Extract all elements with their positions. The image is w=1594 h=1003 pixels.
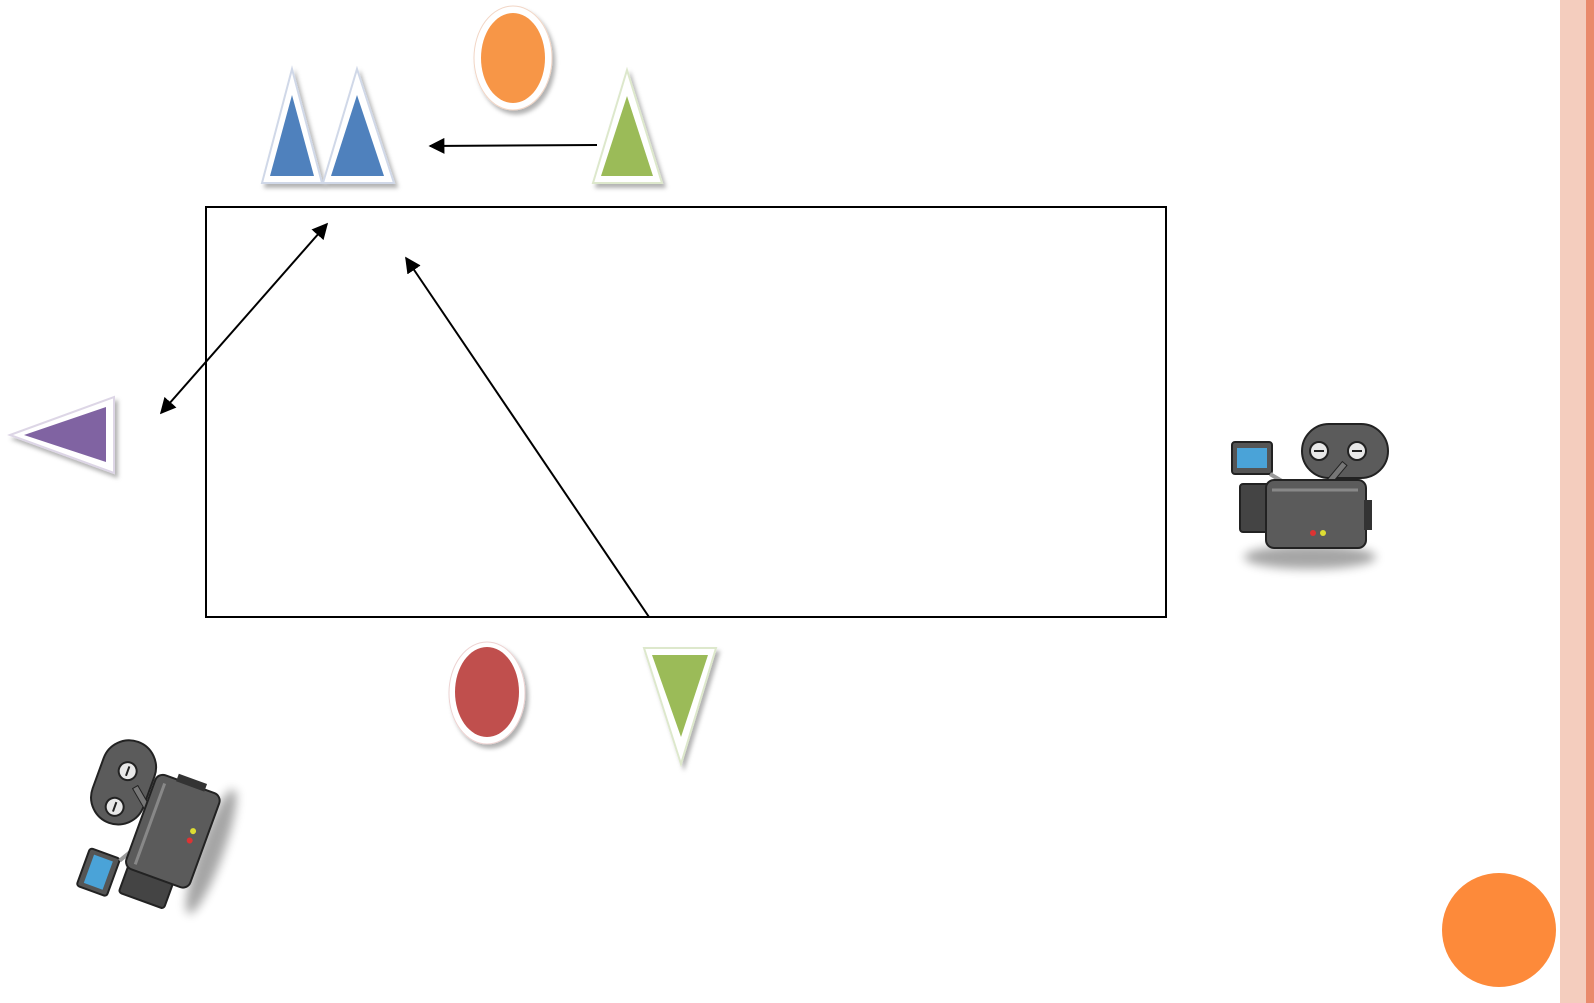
edge-bar-dark [1586,0,1594,1003]
field-rectangle [205,206,1167,618]
arrow-green-to-blue [428,137,598,154]
edge-bar-light [1560,0,1586,1003]
camera-right [1231,423,1389,569]
player-green-bottom [642,647,718,768]
video-camera-icon [76,739,237,914]
player-green-top [591,66,664,184]
player-blue-2 [321,65,396,184]
slide-edge-bar [1560,0,1594,1003]
camera-bottom-left [76,739,237,914]
video-camera-icon [1231,423,1389,569]
corner-orange-dot [1442,873,1556,987]
player-purple-left [7,395,115,475]
player-blue-1 [260,65,324,184]
arrow-blue-purple-double [159,222,329,415]
arrow-bottom-to-top [405,256,650,618]
player-orange-top [473,5,553,111]
player-red-bottom [448,641,526,745]
